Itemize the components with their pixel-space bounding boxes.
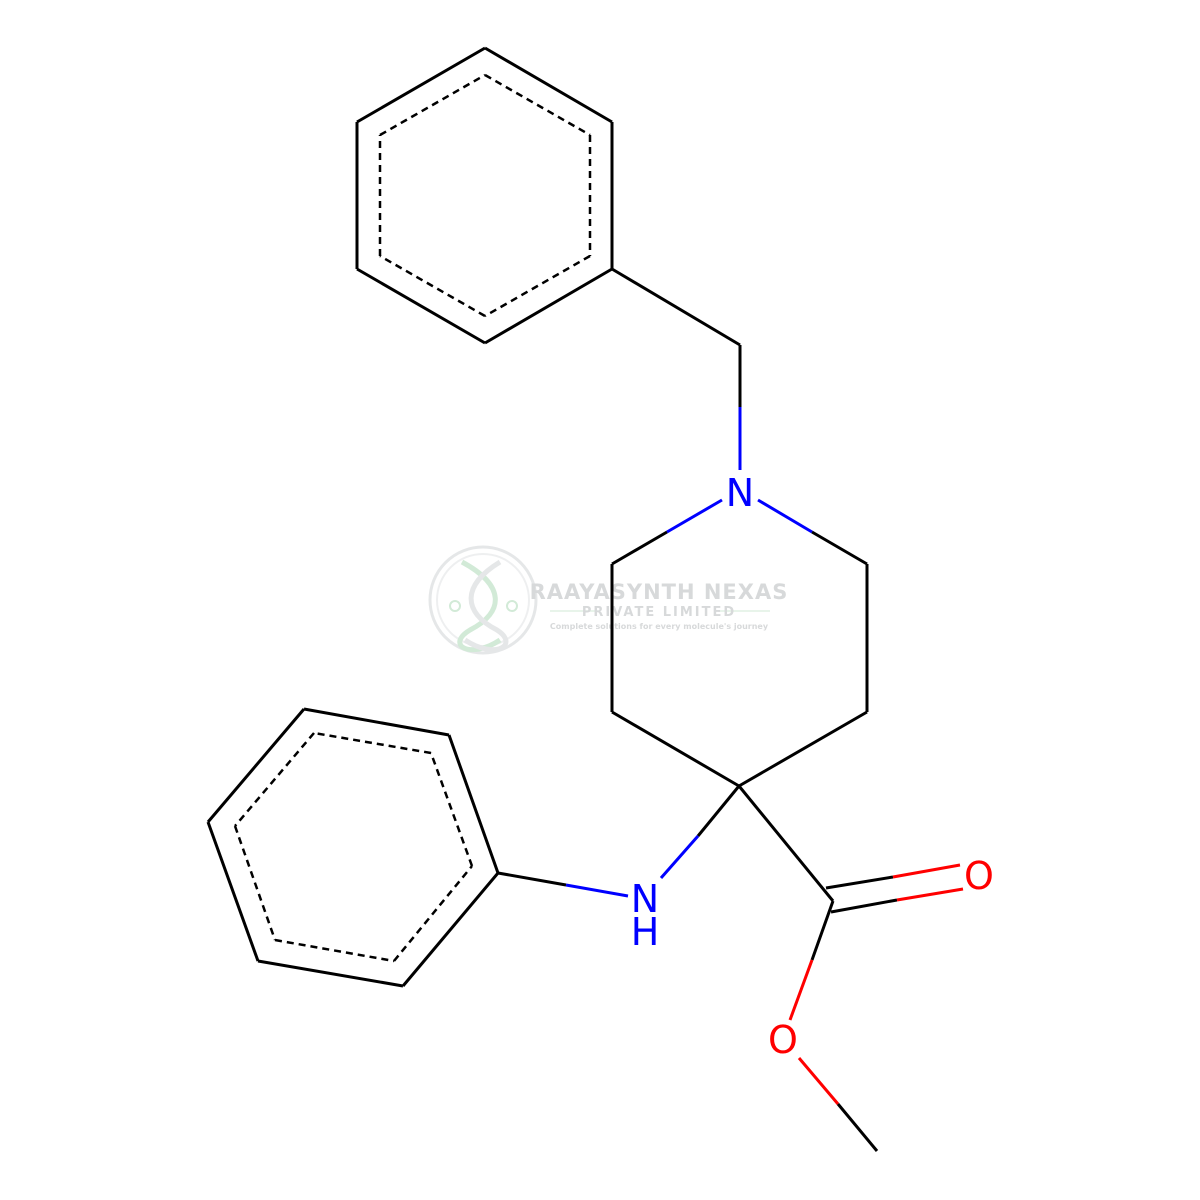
- bond: [659, 835, 700, 879]
- aniline-phenyl-ring: [206, 707, 500, 988]
- aromatic-bond: [379, 254, 486, 318]
- bond: [206, 821, 260, 962]
- bond: [484, 267, 613, 345]
- bond: [737, 785, 835, 902]
- bond: [810, 900, 835, 961]
- bond: [836, 1103, 879, 1152]
- bond: [611, 710, 740, 788]
- bond: [497, 871, 567, 887]
- benzyl-linker: [611, 267, 742, 470]
- piperidine-nitrogen-label: N: [726, 471, 754, 515]
- bond: [484, 46, 613, 124]
- bond: [401, 872, 500, 987]
- bond: [611, 267, 741, 347]
- bond: [356, 267, 486, 345]
- amine-hydrogen-label: H: [631, 910, 660, 954]
- aromatic-bond: [234, 732, 315, 827]
- aromatic-bond: [233, 825, 277, 941]
- aromatic-bond: [393, 865, 473, 962]
- aromatic-bond: [429, 752, 474, 867]
- bond: [811, 530, 868, 566]
- aromatic-bond: [484, 73, 591, 137]
- bond: [356, 46, 486, 124]
- amine-nitrogen-label: N: [631, 877, 659, 921]
- bond: [611, 530, 668, 566]
- bond: [738, 710, 868, 788]
- aromatic-bond: [484, 254, 591, 318]
- aromatic-bond: [274, 938, 395, 963]
- anilino-group: [497, 785, 741, 898]
- piperidine-ring: [610, 498, 869, 788]
- benzyl-phenyl-ring: [355, 46, 614, 345]
- bond: [757, 498, 813, 534]
- bond: [788, 959, 814, 1021]
- methyl-ester-group: [737, 785, 964, 1152]
- ester-oxygen-label: O: [768, 1018, 798, 1062]
- bond: [696, 785, 741, 837]
- bond: [303, 707, 450, 737]
- bond: [565, 883, 629, 898]
- watermark-company: RAAYASYNTH NEXAS: [530, 580, 789, 604]
- bond: [797, 1057, 840, 1105]
- bond: [257, 959, 404, 988]
- bond: [825, 875, 894, 890]
- bond: [447, 734, 500, 874]
- watermark-subtitle: PRIVATE LIMITED: [582, 605, 736, 620]
- dna-helix-logo-icon: [428, 545, 538, 655]
- bond: [892, 863, 961, 879]
- watermark: RAAYASYNTH NEXAS PRIVATE LIMITED Complet…: [428, 545, 789, 655]
- carbonyl-oxygen-label: O: [964, 854, 994, 898]
- aromatic-bond: [379, 73, 486, 137]
- bond: [896, 887, 964, 902]
- bond: [666, 498, 723, 534]
- aromatic-bond: [313, 731, 432, 755]
- bond: [830, 898, 898, 914]
- bond: [206, 708, 306, 823]
- watermark-tagline: Complete solutions for every molecule's …: [550, 622, 769, 631]
